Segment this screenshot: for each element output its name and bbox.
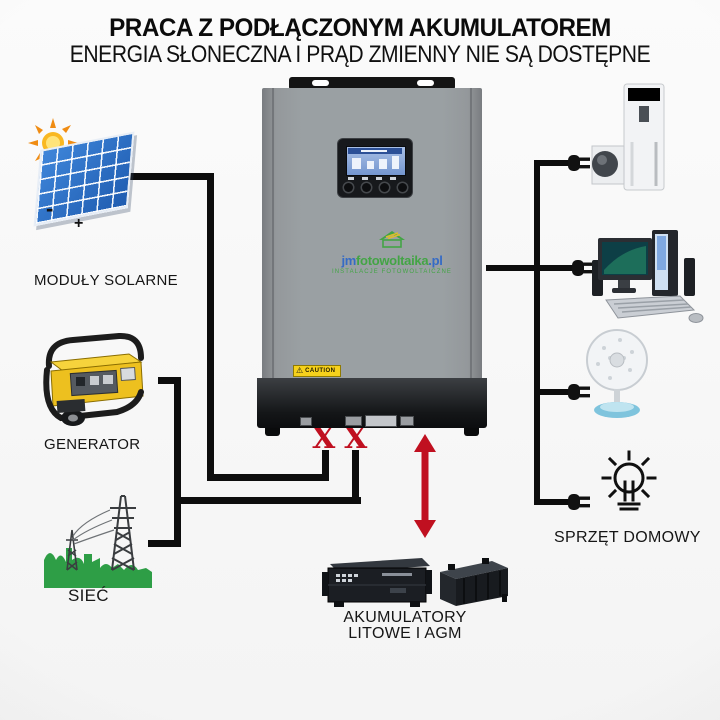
- x-marker-grid: X: [344, 421, 368, 456]
- wire-ac-to-inverter: [352, 450, 359, 504]
- plug-icon: [572, 260, 594, 276]
- inverter-button[interactable]: [362, 183, 371, 192]
- fan-icon: [586, 329, 648, 418]
- inverter-terminal-section: [257, 378, 487, 436]
- warning-triangle-icon: ⚠: [296, 366, 304, 375]
- air-conditioner-icon: [591, 83, 665, 191]
- inverter-mount-bracket: [289, 77, 455, 90]
- diagram-title: PRACA Z PODŁĄCZONYM AKUMULATOREM: [109, 14, 611, 42]
- wire-trunk-right: [534, 160, 540, 505]
- wire-branch-aircon: [534, 160, 570, 166]
- computer-icon: [592, 230, 704, 323]
- appliances-label: SPRZĘT DOMOWY: [554, 529, 701, 546]
- wire-branch-fan: [534, 389, 570, 395]
- bracket-slot: [417, 80, 434, 86]
- caution-label: ⚠ CAUTION: [293, 365, 341, 377]
- solar-plus-sign: +: [74, 215, 84, 232]
- wire-inverter-output: [486, 265, 540, 271]
- wire-solar-to-inverter: [322, 450, 329, 481]
- generator-icon: [43, 332, 144, 426]
- battery-double-arrow-icon: [414, 434, 436, 538]
- wire-branch-bulb: [534, 499, 570, 505]
- solar-minus-sign: -: [46, 196, 54, 221]
- inverter-lcd-module: [338, 139, 412, 197]
- diagram-subtitle: ENERGIA SŁONECZNA I PRĄD ZMIENNY NIE SĄ …: [69, 41, 651, 68]
- inverter-button[interactable]: [380, 183, 389, 192]
- wire-grid-horizontal: [148, 540, 181, 547]
- inverter-button[interactable]: [398, 183, 407, 192]
- plug-icon: [568, 155, 590, 171]
- rack-battery-icon: [322, 558, 432, 607]
- wire-trunk-left: [174, 377, 181, 547]
- logo-text: jmfotowoltaika.pl: [341, 253, 443, 268]
- power-grid-icon: [44, 495, 152, 588]
- wire-ac-branch: [174, 497, 361, 504]
- wire-solar-horizontal: [118, 173, 214, 180]
- batteries-label-line2: LITOWE I AGM: [348, 625, 462, 642]
- lcd-indicator-leds: [348, 177, 402, 180]
- agm-battery-icon: [440, 558, 508, 606]
- inverter-body: [262, 88, 482, 380]
- inverter-button[interactable]: [344, 183, 353, 192]
- watermark-logo: jmfotowoltaika.pl INSTALACJE FOTOWOLTAIC…: [322, 230, 462, 275]
- solar-label: MODUŁY SOLARNE: [34, 272, 178, 289]
- light-bulb-icon: [601, 450, 657, 511]
- batteries-label-line1: AKUMULATORY: [343, 609, 467, 626]
- x-marker-solar: X: [312, 421, 336, 456]
- lcd-screen: [346, 146, 406, 176]
- wire-branch-computer: [540, 265, 574, 271]
- grid-label: SIEĆ: [68, 586, 109, 605]
- plug-icon: [568, 384, 590, 400]
- wire-solar-bottom: [207, 474, 329, 481]
- wire-generator-horizontal: [158, 377, 181, 384]
- bracket-slot: [312, 80, 329, 86]
- generator-label: GENERATOR: [44, 436, 141, 453]
- logo-tagline: INSTALACJE FOTOWOLTAICZNE: [331, 269, 453, 275]
- plug-icon: [568, 494, 590, 510]
- logo-house-icon: [379, 231, 405, 248]
- wire-solar-vertical: [207, 173, 214, 481]
